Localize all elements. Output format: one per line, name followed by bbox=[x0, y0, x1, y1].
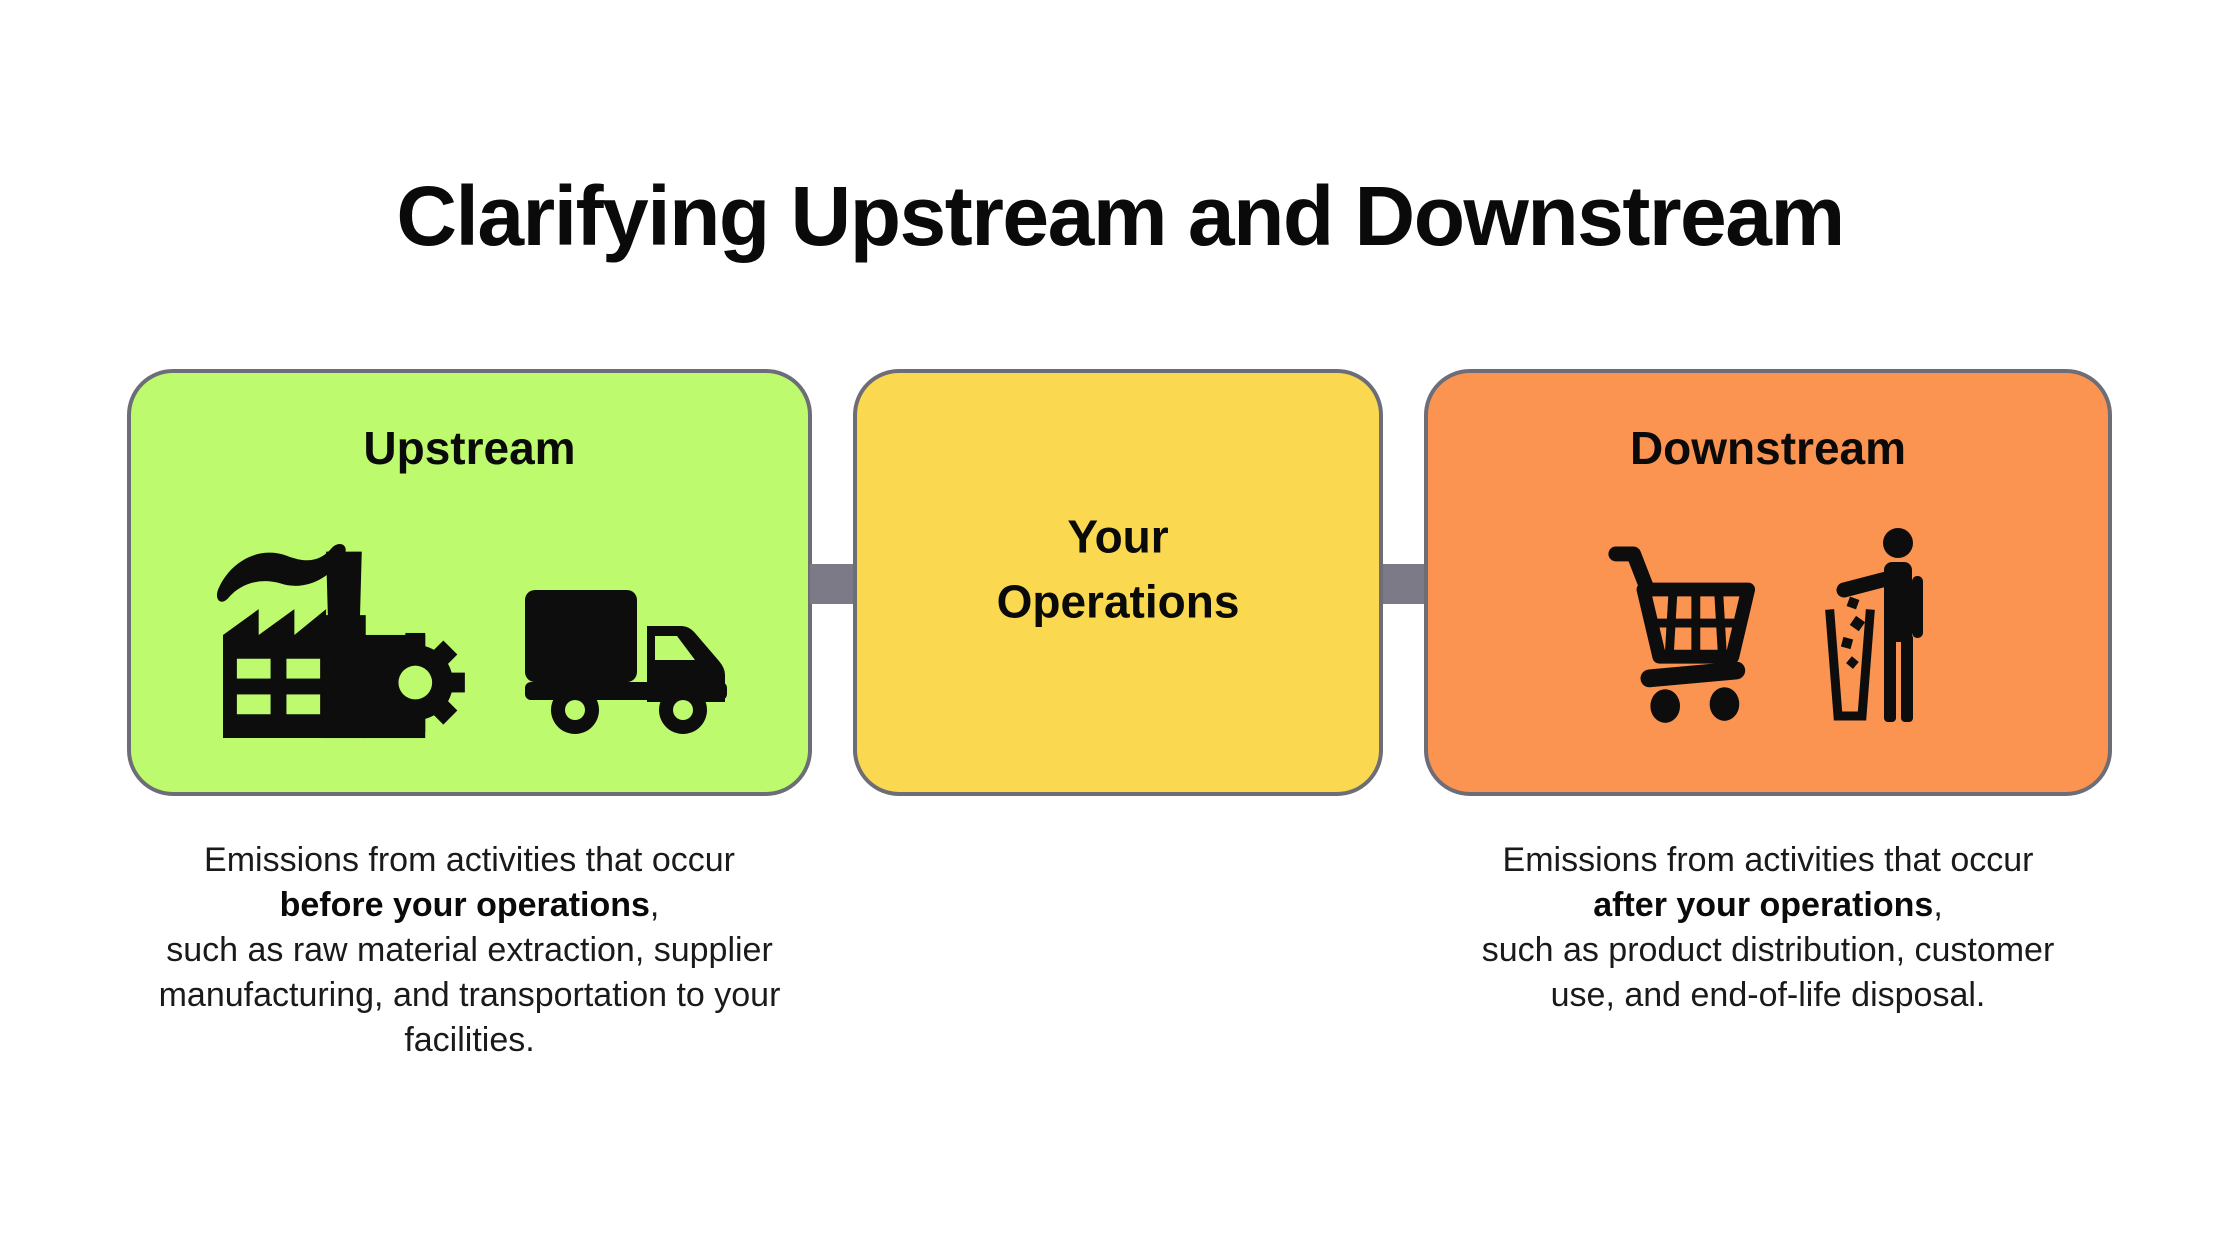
delivery-truck-icon bbox=[524, 590, 727, 734]
operations-label-line2: Operations bbox=[996, 575, 1240, 628]
downstream-box: Downstream bbox=[1424, 369, 2112, 796]
page-title: Clarifying Upstream and Downstream bbox=[396, 169, 1845, 263]
downstream-desc-line1: Emissions from activities that occur bbox=[1502, 841, 2034, 879]
downstream-label: Downstream bbox=[1629, 422, 1907, 474]
operations-label-line1: Your bbox=[1067, 510, 1169, 563]
downstream-icons-row bbox=[1428, 526, 2108, 726]
upstream-description: Emissions from activities that occur bef… bbox=[87, 838, 852, 1063]
person-disposing-icon bbox=[1825, 528, 1923, 722]
upstream-label: Upstream bbox=[363, 422, 576, 474]
upstream-desc-line1: Emissions from activities that occur bbox=[204, 841, 735, 879]
upstream-desc-line4: manufacturing, and transportation to you… bbox=[158, 976, 781, 1014]
downstream-description: Emissions from activities that occur aft… bbox=[1384, 838, 2152, 1018]
shopping-cart-icon bbox=[1608, 546, 1756, 723]
upstream-desc-line3: such as raw material extraction, supplie… bbox=[166, 931, 773, 969]
upstream-icons-row bbox=[131, 516, 808, 742]
factory-gear-icon bbox=[216, 544, 465, 739]
upstream-desc-line2: before your operations, bbox=[279, 886, 660, 924]
downstream-desc-line2: after your operations, bbox=[1593, 886, 1943, 924]
operations-box: Your Operations bbox=[853, 369, 1383, 796]
downstream-desc-line3: such as product distribution, customer bbox=[1481, 931, 2055, 969]
upstream-box: Upstream bbox=[127, 369, 812, 796]
upstream-desc-line5: facilities. bbox=[404, 1021, 535, 1059]
operations-label: Your Operations bbox=[857, 505, 1379, 636]
downstream-desc-line4: use, and end-of-life disposal. bbox=[1550, 976, 1986, 1014]
